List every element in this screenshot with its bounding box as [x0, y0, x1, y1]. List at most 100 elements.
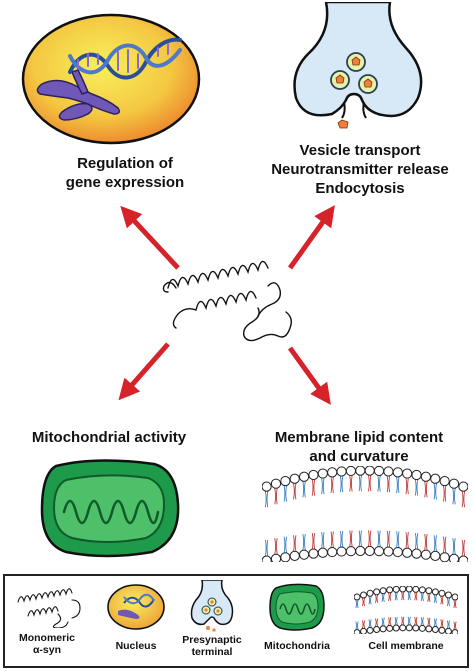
- arrow-to-terminal: [287, 205, 335, 270]
- lipid-tail: [283, 536, 287, 553]
- lipid-tail: [302, 481, 306, 498]
- lipid-tail: [414, 592, 418, 601]
- lipid-tail: [321, 532, 325, 549]
- nucleus-illustration: [21, 13, 201, 145]
- lipid-head: [418, 586, 426, 594]
- vesicle-label-line3: Endocytosis: [315, 180, 405, 197]
- lipid-head: [399, 586, 407, 593]
- lipid-tail: [274, 538, 278, 555]
- lipid-tail: [368, 530, 372, 547]
- lipid-head: [327, 467, 338, 478]
- lipid-tail: [401, 616, 405, 625]
- lipid-head: [345, 466, 357, 477]
- lipid-head: [262, 481, 272, 492]
- presynaptic-terminal-illustration: [293, 2, 423, 129]
- arrow-to-membrane: [287, 346, 331, 405]
- legend-nucleus-label: Nucleus: [96, 640, 176, 652]
- membrane-label-line1: Membrane lipid content: [274, 429, 444, 446]
- lipid-head: [366, 626, 374, 634]
- lipid-head: [411, 469, 422, 481]
- lipid-head: [439, 475, 450, 487]
- alpha-synuclein-monomer-icon: [162, 260, 293, 342]
- legend-monomer-line2: α-syn: [32, 644, 62, 656]
- lipid-head: [289, 550, 300, 561]
- cristae-icon: [62, 499, 160, 525]
- lipid-tail: [424, 533, 428, 551]
- lipid-head: [317, 547, 328, 558]
- lipid-head: [373, 546, 385, 557]
- mito-label-line1: Mitochondrial activity: [31, 429, 187, 446]
- lipid-tail: [461, 539, 466, 557]
- lipid-tail: [330, 476, 334, 494]
- lipid-tail: [440, 619, 444, 628]
- lipid-head: [392, 624, 400, 632]
- legend-membrane-icon: [354, 586, 458, 634]
- lipid-head: [373, 466, 385, 477]
- lipid-tail: [453, 621, 457, 630]
- legend-membrane-line1: Cell membrane: [368, 640, 444, 652]
- legend-terminal-icon: [190, 580, 234, 632]
- lipid-tail: [433, 594, 438, 604]
- lipid-head: [405, 586, 413, 593]
- lipid-head: [444, 591, 452, 599]
- lipid-head: [360, 591, 368, 599]
- lipid-tail: [368, 475, 372, 492]
- lipid-head: [430, 550, 441, 561]
- lipid-head: [270, 478, 282, 489]
- lipid-head: [392, 586, 400, 593]
- lipid-tail: [368, 596, 372, 605]
- gene-label-line1: Regulation of: [77, 155, 173, 172]
- lipid-tail: [368, 619, 372, 628]
- legend-membrane-label: Cell membrane: [352, 640, 460, 652]
- lipid-head: [386, 624, 394, 632]
- lipid-head: [411, 548, 422, 559]
- lipid-tail: [361, 620, 366, 629]
- vesicle-transport-label: Vesicle transport Neurotransmitter relea…: [246, 141, 474, 198]
- lipid-tail: [358, 530, 362, 547]
- lipid-tail: [283, 485, 287, 502]
- legend-mitochondria-line1: Mitochondria: [264, 640, 330, 652]
- lipid-head: [366, 589, 374, 597]
- lipid-head: [430, 473, 441, 484]
- lipid-tail: [374, 594, 379, 604]
- lipid-head: [308, 548, 319, 559]
- lipid-tail: [381, 617, 385, 627]
- lipid-tail: [405, 478, 409, 495]
- neurotransmitter-icon: [337, 119, 349, 129]
- lipid-tail: [264, 491, 269, 508]
- lipid-head: [402, 547, 413, 558]
- lipid-head: [327, 546, 338, 558]
- synaptic-vesicle-icon: [330, 52, 378, 94]
- lipid-tail: [339, 476, 344, 493]
- legend-panel: [3, 574, 469, 668]
- lipid-tail: [394, 616, 398, 626]
- arrows-layer: [118, 205, 335, 405]
- lipid-head: [412, 624, 420, 632]
- lipid-head: [270, 553, 282, 562]
- lipid-tail: [388, 592, 392, 602]
- lipid-tail: [446, 597, 451, 607]
- chromosome-icon: [36, 69, 121, 121]
- lipid-head: [360, 627, 368, 634]
- lipid-head: [392, 467, 403, 478]
- lipid-tail: [311, 532, 316, 550]
- legend-terminal-line1: Presynaptic: [182, 634, 242, 646]
- lipid-head: [448, 478, 460, 489]
- cell-membrane-illustration: [262, 466, 468, 562]
- lipid-tail: [427, 593, 431, 602]
- lipid-head: [354, 593, 361, 601]
- legend-terminal-line2: terminal: [191, 646, 233, 658]
- lipid-head: [405, 624, 413, 632]
- lipid-head: [364, 545, 375, 557]
- lipid-tail: [293, 535, 297, 552]
- lipid-tail: [339, 530, 344, 548]
- lipid-tail: [361, 597, 366, 607]
- lipid-head: [438, 626, 446, 634]
- membrane-lipid-label: Membrane lipid content and curvature: [252, 428, 466, 466]
- lipid-tail: [381, 593, 385, 602]
- lipid-head: [354, 629, 361, 634]
- legend-mitochondria-label: Mitochondria: [254, 640, 340, 652]
- lipid-head: [412, 586, 420, 593]
- lipid-head: [438, 589, 446, 597]
- lipid-tail: [355, 599, 359, 609]
